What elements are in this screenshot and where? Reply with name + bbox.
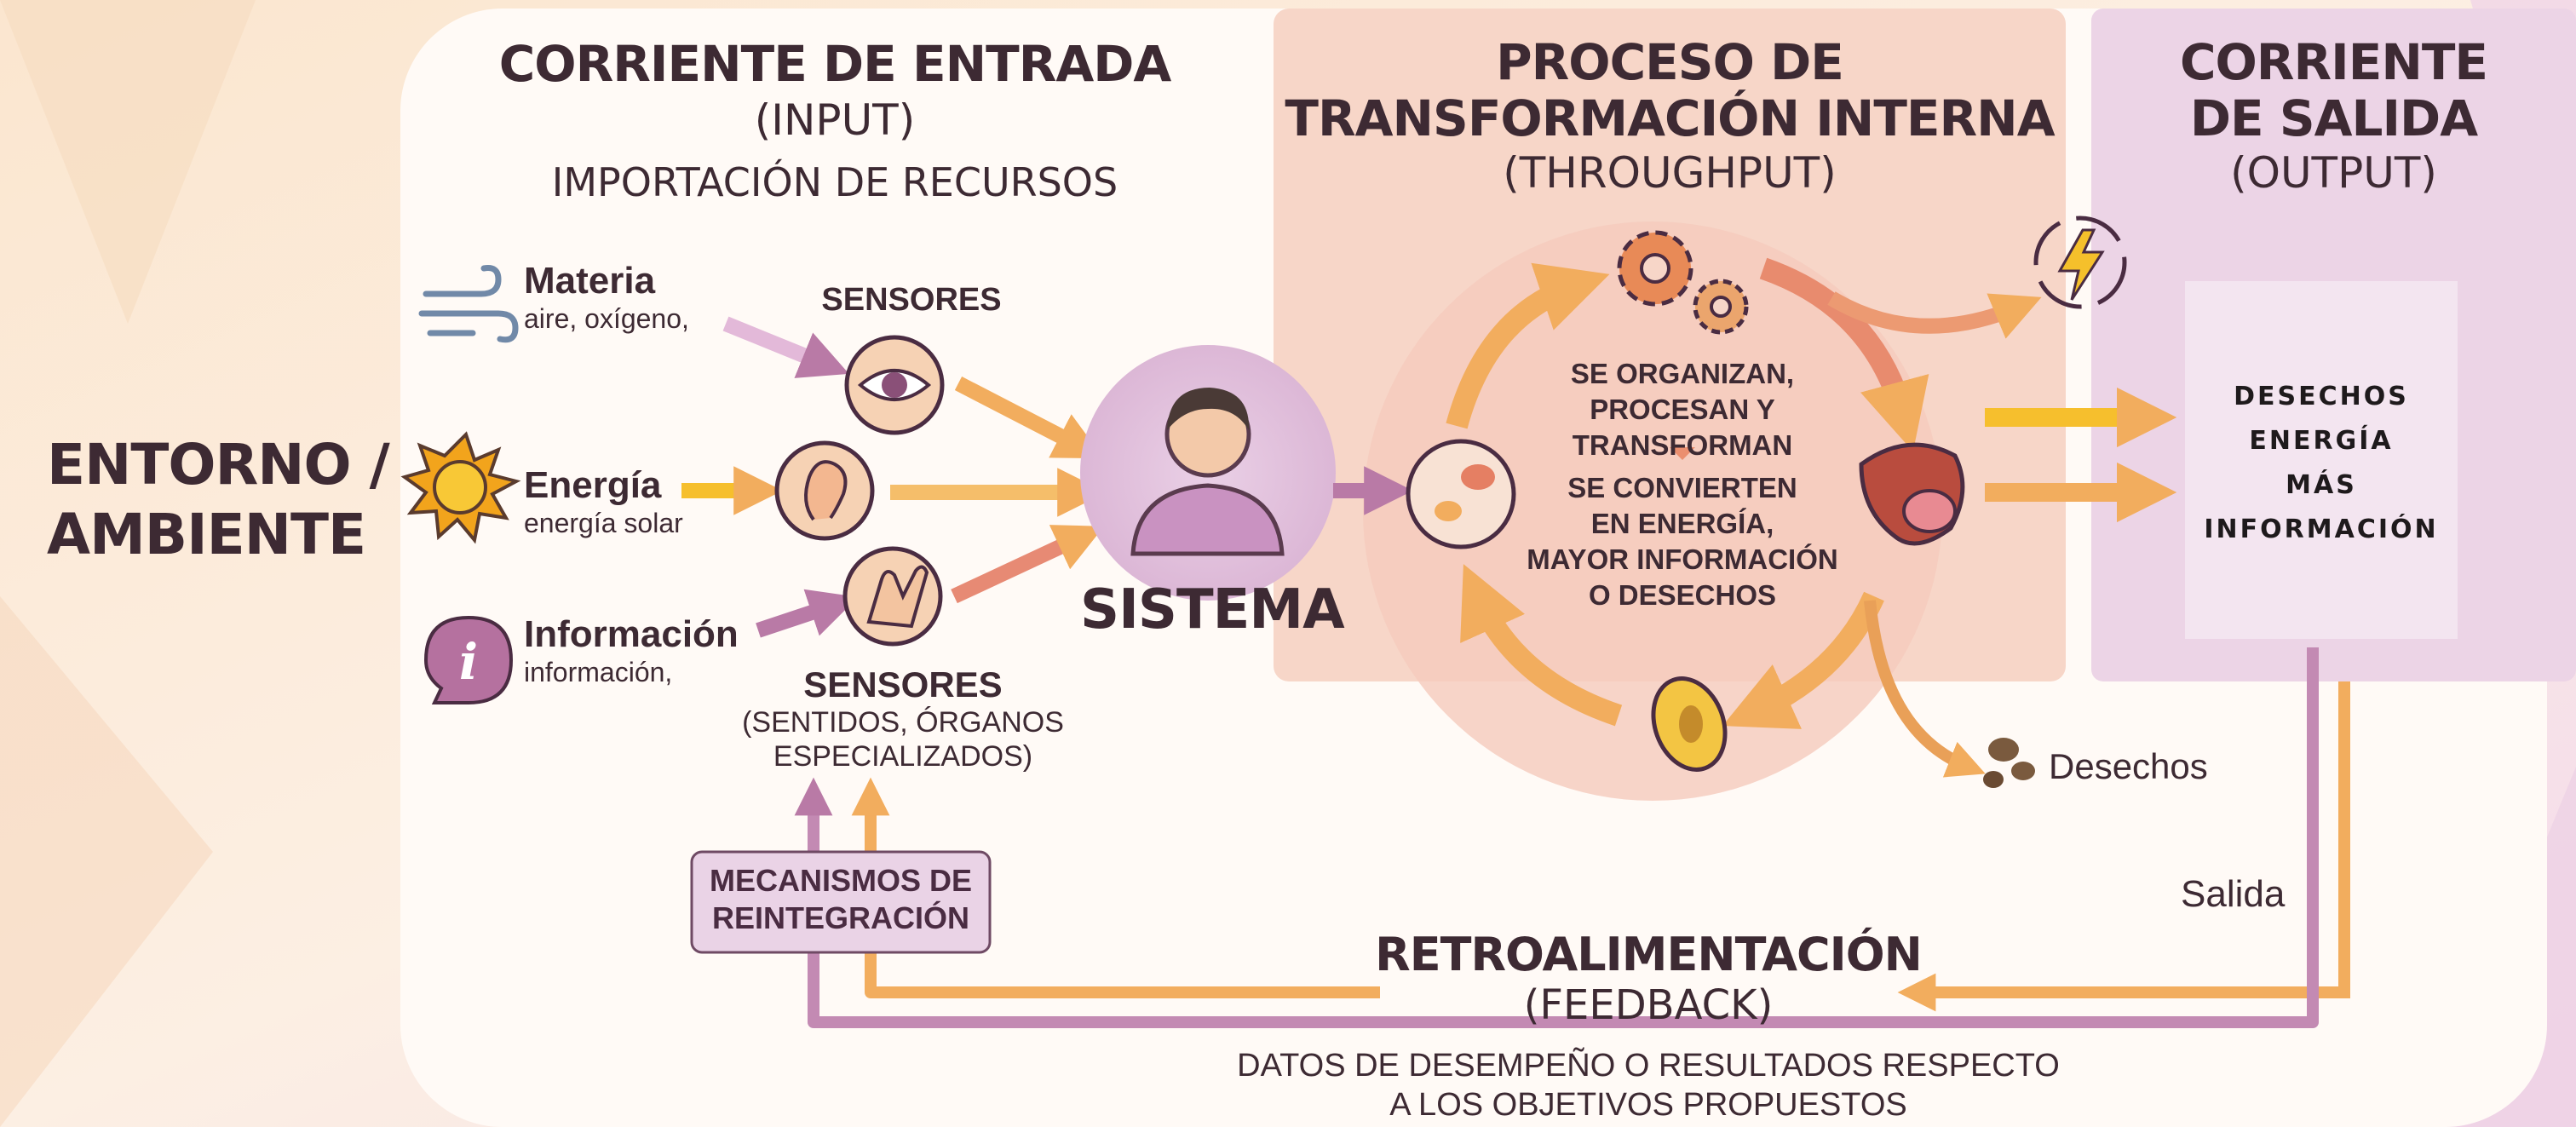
environment-label: ENTORNO / AMBIENTE xyxy=(47,432,390,567)
liver-icon xyxy=(1859,442,1965,546)
waste-label: Desechos xyxy=(2049,746,2208,786)
feedback-block: RETROALIMENTACIÓN (FEEDBACK) xyxy=(1193,928,2104,1030)
reintegration-box-bg xyxy=(690,850,992,954)
throughput-title: TRANSFORMACIÓN INTERNA xyxy=(1285,89,2055,147)
feedback-line-orange xyxy=(1897,681,2350,1012)
throughput-text-bottom: SE CONVIERTEN EN ENERGÍA, MAYOR INFORMAC… xyxy=(1527,472,1838,611)
waste-icon xyxy=(1983,738,2035,788)
hand-icon xyxy=(842,546,943,647)
ear-icon xyxy=(774,440,875,541)
bacteria-icon xyxy=(1651,676,1728,772)
input-item-detail: aire, oxígeno, xyxy=(524,303,689,334)
arrow-hand-system xyxy=(951,525,1105,604)
sensors-bottom-detail: (SENTIDOS, ÓRGANOS xyxy=(742,706,1064,739)
input-item-materia: Materia aire, oxígeno, xyxy=(524,260,689,335)
arrow-materia xyxy=(722,316,849,378)
sensors-bottom-label: SENSORES xyxy=(803,664,1003,704)
cell-icon xyxy=(1406,439,1516,549)
eye-icon xyxy=(844,335,945,435)
input-item-name: Energía xyxy=(524,464,662,506)
input-item-informacion: Información información, xyxy=(524,613,739,688)
input-item-detail: energía solar xyxy=(524,508,683,538)
output-subtitle: (OUTPUT) xyxy=(2230,148,2437,198)
input-item-name: Información xyxy=(524,613,739,655)
input-title: CORRIENTE DE ENTRADA xyxy=(498,35,1172,93)
sensors-top-label: SENSORES xyxy=(821,282,1002,318)
energy-cycle-icon xyxy=(2033,216,2127,309)
output-box-text: DESECHOS ENERGÍA MÁS INFORMACIÓN xyxy=(2204,382,2439,544)
sun-icon xyxy=(400,431,521,544)
system-label: SISTEMA xyxy=(1080,578,1345,641)
input-item-detail: información, xyxy=(524,657,673,687)
person-icon xyxy=(1130,388,1285,556)
arrow-informacion xyxy=(756,589,859,638)
svg-text:i: i xyxy=(459,633,478,691)
background-facet xyxy=(0,0,256,324)
background-facet xyxy=(0,596,213,1127)
arrow-to-waste xyxy=(1864,600,1986,778)
cycle-arrow-bottom-left xyxy=(1460,564,1623,727)
arrow-eye-system xyxy=(954,377,1104,459)
feedback-title: RETROALIMENTACIÓN xyxy=(1375,928,1923,981)
throughput-subtitle: (THROUGHPUT) xyxy=(1503,148,1837,198)
exit-label: Salida xyxy=(2181,873,2286,915)
input-header: CORRIENTE DE ENTRADA (INPUT) IMPORTACIÓN… xyxy=(477,34,1193,208)
output-box xyxy=(2185,281,2458,639)
feedback-subtitle: (FEEDBACK) xyxy=(1523,981,1774,1029)
sensors-bottom: SENSORES (SENTIDOS, ÓRGANOS ESPECIALIZAD… xyxy=(733,664,1073,773)
output-header: CORRIENTE DE SALIDA (OUTPUT) xyxy=(2100,34,2567,199)
small-down-triangle xyxy=(1670,447,1695,460)
throughput-title: PROCESO DE xyxy=(1496,33,1844,91)
gears-icon xyxy=(1617,230,1749,335)
info-icon: i xyxy=(423,615,514,704)
wind-icon xyxy=(418,265,519,343)
feedback-caption: DATOS DE DESEMPEÑO O RESULTADOS RESPECTO… xyxy=(1237,1048,2060,1123)
output-title: DE SALIDA xyxy=(2189,89,2478,147)
input-item-name: Materia xyxy=(524,260,656,302)
input-caption: IMPORTACIÓN DE RECURSOS xyxy=(551,159,1118,205)
cycle-arrow-bottom-right xyxy=(1722,591,1884,729)
sensors-bottom-detail: ESPECIALIZADOS) xyxy=(773,740,1033,773)
cycle-arrow-top-right xyxy=(1759,257,1929,452)
reintegration-box: MECANISMOS DE REINTEGRACIÓN xyxy=(709,863,973,935)
throughput-text-top: SE ORGANIZAN, PROCESAN Y TRANSFORMAN xyxy=(1570,358,1795,461)
output-title: CORRIENTE xyxy=(2179,33,2488,91)
throughput-header: PROCESO DE TRANSFORMACIÓN INTERNA (THROU… xyxy=(1282,34,2057,199)
input-item-energia: Energía energía solar xyxy=(524,464,683,539)
input-subtitle: (INPUT) xyxy=(754,95,916,145)
arrow-to-energy xyxy=(1827,291,2042,339)
cycle-arrow-top-left xyxy=(1446,262,1610,429)
